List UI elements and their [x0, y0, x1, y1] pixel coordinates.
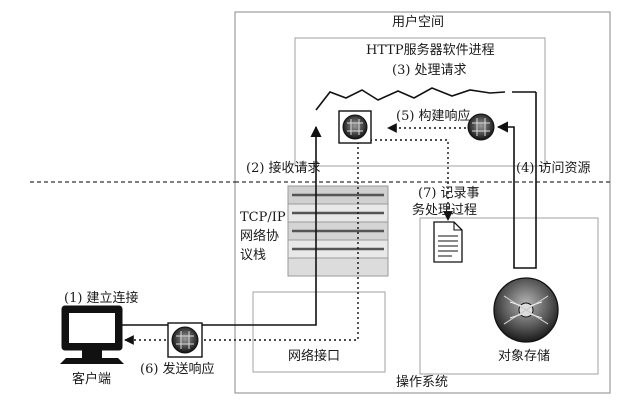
computer-icon — [60, 305, 124, 364]
network-interface-box — [252, 291, 386, 373]
object-storage-label: 对象存储 — [498, 349, 551, 364]
http-process-title: HTTP服务器软件进程 — [366, 43, 495, 58]
step-7-label-line2: 务处理过程 — [412, 203, 478, 218]
step-5-label: (5) 构建响应 — [396, 109, 471, 124]
client-label: 客户端 — [72, 372, 112, 387]
response-path — [124, 142, 359, 345]
system-box — [234, 11, 611, 394]
processing-path — [315, 87, 506, 111]
step-2-label: (2) 接收请求 — [246, 161, 321, 176]
os-label: 操作系统 — [396, 375, 449, 390]
request-path — [120, 125, 322, 326]
resource-access-path — [496, 92, 537, 269]
router-icon — [467, 113, 495, 141]
step-3-label: (3) 处理请求 — [392, 63, 467, 78]
step-6-label: (6) 发送响应 — [140, 362, 215, 377]
router-icon — [167, 322, 203, 358]
step-4-label: (4) 访问资源 — [516, 161, 591, 176]
http-server-process-box — [294, 37, 546, 167]
router-icon — [338, 110, 372, 144]
user-space-label: 用户空间 — [392, 15, 445, 30]
tcpip-stack-label: TCP/IP 网络协 议栈 — [240, 208, 286, 265]
network-interface-label: 网络接口 — [288, 349, 341, 364]
tcpip-stack — [287, 185, 389, 277]
tcpip-stack-label-line: 网络协 — [240, 229, 280, 244]
tcpip-stack-label-line: 议栈 — [240, 248, 267, 263]
object-storage-box — [419, 217, 599, 375]
document-icon — [433, 221, 463, 263]
disk-icon — [493, 277, 559, 343]
tcpip-stack-label-line: TCP/IP — [240, 210, 286, 225]
step-7-label-line1: (7) 记录事 — [418, 186, 480, 201]
step-1-label: (1) 建立连接 — [64, 291, 139, 306]
logging-path — [370, 139, 453, 221]
